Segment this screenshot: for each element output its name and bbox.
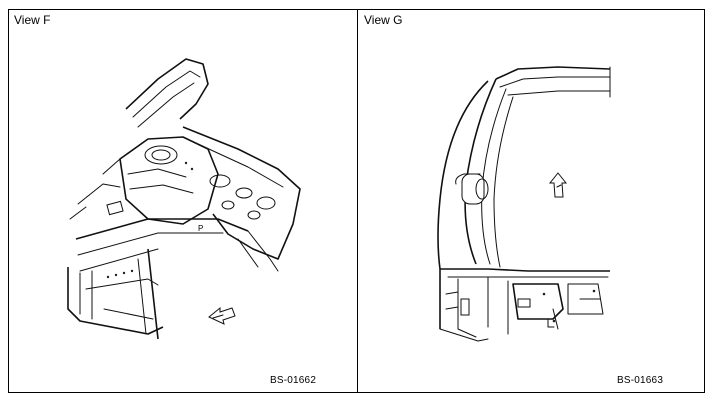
view-f-title: View F — [14, 13, 51, 27]
view-g-figure-id: BS-01663 — [617, 375, 664, 386]
radiator-support-outline — [67, 267, 164, 335]
view-g-body-structure-drawing — [437, 66, 611, 342]
figure-frame — [8, 9, 705, 393]
fuel-filler-recess — [461, 173, 485, 205]
strut-tower-cap — [144, 145, 178, 165]
a-pillar-outline — [125, 58, 209, 120]
panel-divider — [357, 9, 359, 393]
firewall-outline — [182, 126, 301, 260]
body-side-outline — [437, 80, 489, 329]
quarter-pillar-outline — [464, 78, 497, 265]
tail-opening-sill — [440, 268, 610, 272]
view-f-body-structure-drawing — [67, 58, 301, 340]
roof-outline — [495, 66, 611, 80]
view-direction-arrow — [208, 306, 236, 325]
bracket-box — [106, 200, 124, 216]
part-label-p: P — [198, 224, 204, 233]
view-g-title: View G — [364, 13, 403, 27]
view-direction-arrow — [548, 172, 568, 198]
view-f-panel: View F — [8, 9, 357, 393]
strut-tower-outline — [119, 136, 219, 225]
view-f-figure-id: BS-01662 — [270, 375, 317, 386]
view-g-panel: View G — [358, 9, 705, 393]
front-side-member — [75, 218, 249, 240]
